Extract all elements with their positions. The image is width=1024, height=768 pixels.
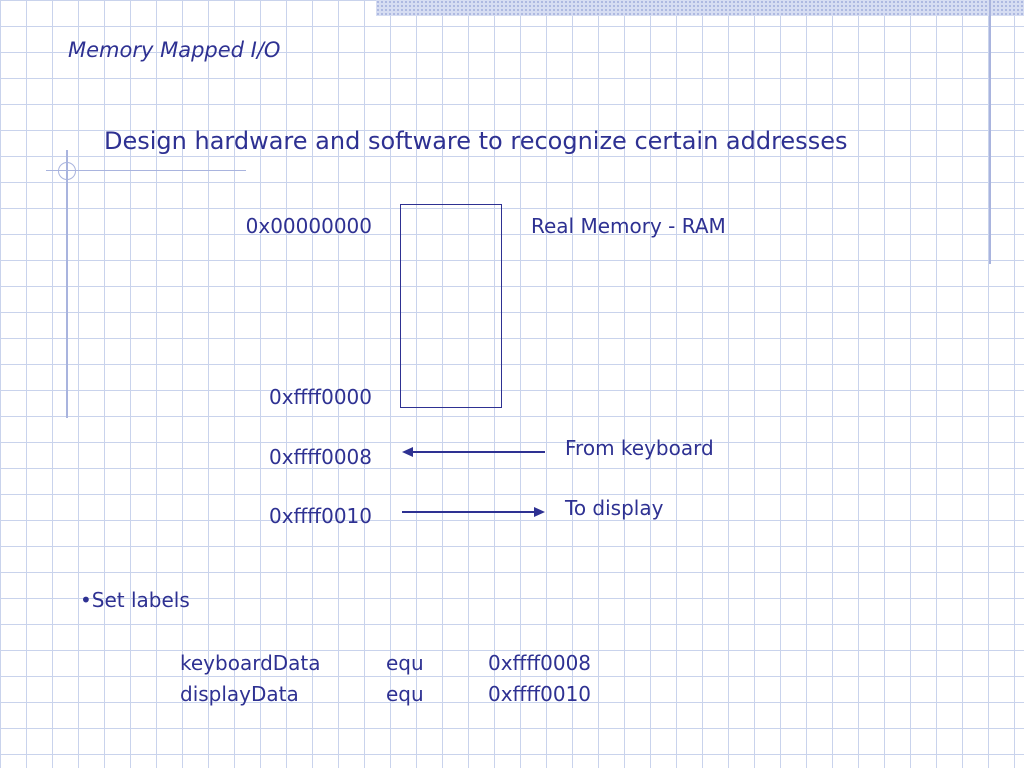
code-row-2-directive: equ [386, 682, 424, 706]
slide-title: Memory Mapped I/O [68, 38, 281, 62]
keyboard-arrow [402, 447, 545, 457]
code-row-1-value: 0xffff0008 [488, 651, 592, 675]
display-label: To display [565, 496, 664, 520]
crosshair-decoration [58, 162, 76, 180]
code-row-1-directive: equ [386, 651, 424, 675]
right-decorative-line [989, 0, 991, 264]
code-row-2-value: 0xffff0010 [488, 682, 592, 706]
ram-label: Real Memory - RAM [531, 214, 726, 238]
address-keyboard: 0xffff0008 [268, 445, 372, 469]
horizontal-decorative-line [46, 170, 246, 171]
set-labels-bullet: •Set labels [80, 588, 190, 612]
left-decorative-line [66, 150, 68, 418]
slide-heading: Design hardware and software to recogniz… [104, 127, 848, 155]
memory-block [400, 204, 502, 408]
address-io-start: 0xffff0000 [268, 385, 372, 409]
display-arrow [402, 507, 545, 517]
code-row-1-name: keyboardData [180, 651, 321, 675]
address-display: 0xffff0010 [268, 504, 372, 528]
top-decorative-band [376, 0, 1024, 16]
code-row-2-name: displayData [180, 682, 299, 706]
keyboard-label: From keyboard [565, 436, 714, 460]
address-ram-start: 0x00000000 [245, 214, 372, 238]
